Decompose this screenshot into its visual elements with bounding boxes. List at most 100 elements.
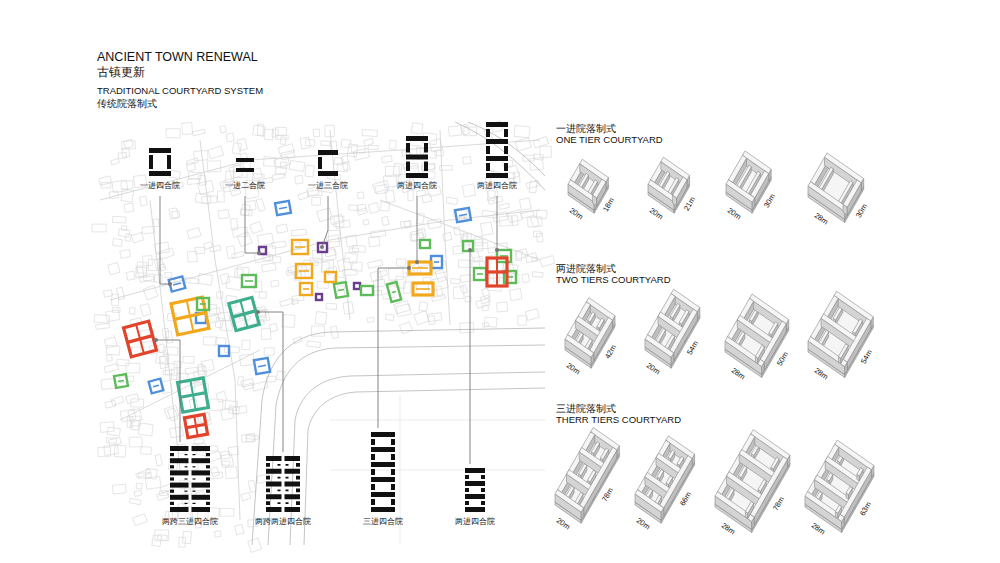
building-outline (373, 180, 390, 192)
courtyard-divider (118, 380, 124, 381)
icon-bar (465, 501, 469, 505)
icon-bar (170, 453, 174, 456)
building-outline (414, 311, 429, 325)
building-outline (112, 484, 126, 494)
block-top (827, 473, 833, 481)
icon-bar (391, 439, 395, 445)
building-outline (246, 436, 254, 442)
building-outline (248, 538, 262, 552)
courtyard-mark (474, 268, 486, 280)
courtyard-outline (325, 272, 336, 282)
building-outline (137, 266, 144, 278)
building-outline (108, 262, 120, 274)
courtyard-mark (178, 378, 209, 412)
leader-dot (407, 266, 411, 270)
street-line (120, 350, 260, 420)
dimension-label: 28m (719, 521, 737, 537)
icon-bar (278, 490, 281, 492)
icon-bar (371, 507, 395, 512)
courtyard-mark (387, 282, 401, 302)
icon-bar (266, 507, 282, 512)
leader-dot (154, 338, 158, 342)
block-top (575, 492, 583, 504)
building-outline (525, 253, 537, 263)
building-outline (138, 423, 153, 436)
block-top (750, 457, 787, 518)
dimension-label: 28m (812, 366, 830, 382)
building-outline (419, 302, 428, 312)
building-outline (462, 184, 475, 197)
icon-bar (296, 476, 300, 480)
building-outline (220, 509, 234, 517)
building-outline (179, 537, 186, 547)
dimension-label: 18m (601, 196, 616, 214)
road-edge (468, 122, 545, 176)
building-outline (368, 260, 383, 269)
block-top (657, 470, 664, 479)
courtyard-divider (136, 325, 144, 354)
block-top (565, 335, 594, 358)
block-top (677, 456, 684, 465)
building-outline (187, 251, 197, 262)
icon-bar (170, 458, 189, 463)
building-outline (321, 141, 330, 146)
building-outline (185, 367, 199, 374)
building-outline (130, 416, 140, 426)
page-subtitle: 古镇更新 (97, 66, 145, 79)
building-outline (185, 278, 199, 284)
building-outline (108, 437, 121, 446)
building-outline (428, 316, 435, 325)
building-outline (416, 190, 426, 197)
building-outline (537, 233, 544, 242)
icon-bar (406, 155, 428, 160)
icon-bar (318, 171, 338, 176)
courtyard-divider (187, 300, 194, 331)
building-outline (275, 127, 286, 135)
courtyard-outline (275, 201, 291, 215)
building-outline (404, 163, 418, 168)
dimension-label: 54m (686, 339, 701, 357)
block-top (808, 182, 847, 212)
building-outline (226, 133, 234, 142)
building-outline (194, 150, 208, 160)
building-outline (257, 233, 273, 246)
building-outline (203, 337, 217, 345)
icon-bar (170, 495, 189, 500)
building-outline (111, 396, 124, 405)
icon-bar (192, 470, 211, 475)
building-outline (349, 248, 358, 253)
icon-bar (296, 501, 300, 505)
building-outline (113, 216, 126, 223)
icon-bar (286, 464, 289, 466)
icon-label: 一进三合院 (308, 182, 348, 191)
icon-bar (406, 173, 428, 178)
icon-bar (185, 491, 188, 492)
icon-bar (192, 483, 211, 488)
building-outline (326, 303, 337, 309)
building-outline (533, 137, 548, 148)
building-outline (107, 355, 113, 362)
icon-bar (286, 502, 289, 504)
courtyard-outline (229, 297, 259, 330)
dimension-label: 28m (812, 211, 830, 227)
courtyard-outline (420, 240, 430, 248)
dimension-label: 21m (682, 195, 697, 213)
building-outline (209, 399, 223, 411)
icon-bar (278, 477, 281, 479)
icon-bar (465, 475, 469, 479)
building-outline (368, 236, 380, 247)
courtyard-divider (303, 288, 309, 290)
icon-label: 两跨两进四合院 (255, 518, 311, 527)
courtyard-outline (497, 250, 511, 262)
building-outline (167, 408, 178, 421)
icon-bar (266, 463, 270, 467)
courtyard-mark (184, 414, 207, 437)
courtyard-divider (416, 288, 430, 290)
building-outline (153, 219, 159, 227)
icon-bar (236, 168, 254, 172)
dimension-label: 30m (762, 192, 777, 210)
courtyard-outline (361, 286, 373, 295)
icon-label: 两跨三进四合院 (162, 518, 218, 527)
